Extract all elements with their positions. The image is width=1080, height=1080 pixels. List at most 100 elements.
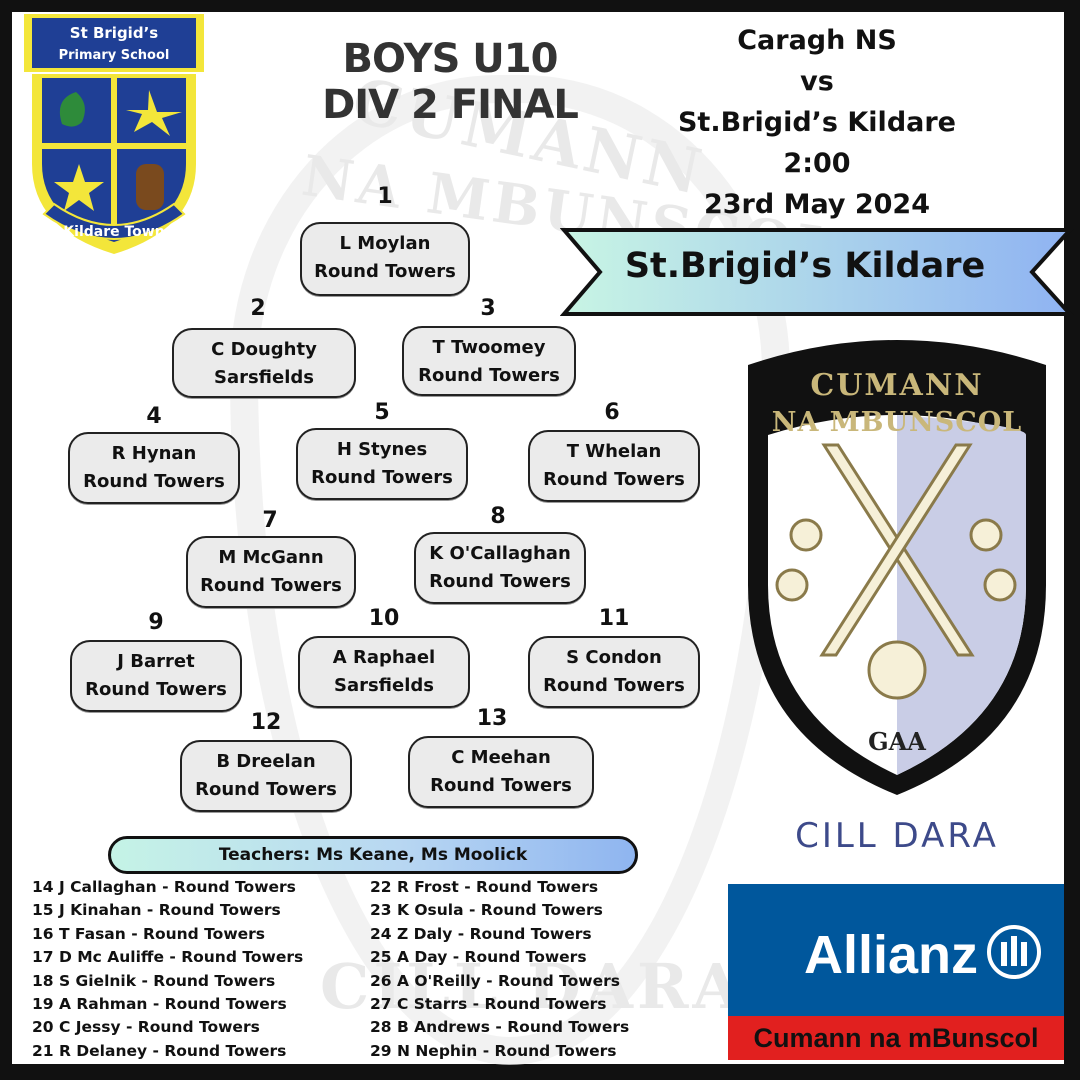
player-club: Round Towers [83,471,225,492]
versus-text: vs [800,66,834,97]
sponsor-name: Allianz [803,925,978,985]
player-card: C Doughty Sarsfields [172,328,356,398]
border-bottom [0,1064,1080,1080]
border-top [0,0,1080,12]
sub-entry: 14 J Callaghan - Round Towers [32,878,296,896]
cumann-na-mbunscol-logo: CUMANN NA MBUNSCOL GAA CILL DARA [748,340,1046,856]
player-club: Round Towers [195,779,337,800]
match-details: Caragh NS vs St.Brigid’s Kildare 2:00 23… [662,20,972,225]
player-club: Sarsfields [213,367,315,388]
player-club: Sarsfields [333,675,435,696]
sub-entry: 28 B Andrews - Round Towers [370,1018,630,1037]
player-card: B Dreelan Round Towers [180,740,352,812]
player-name: M McGann [218,547,324,568]
player-number: 7 [262,508,278,533]
player-name: T Whelan [566,441,662,462]
player-name: T Twoomey [432,337,546,358]
team-banner-label: St.Brigid’s Kildare [624,246,986,286]
player-name: C Doughty [211,339,317,360]
home-team: Caragh NS [737,25,897,56]
player-number: 4 [146,404,162,429]
player-club: Round Towers [200,575,342,596]
crest-bottom-text: Kildare Town [63,224,164,240]
match-time: 2:00 [783,148,851,179]
player-card: R Hynan Round Towers [68,432,240,504]
player-number: 1 [377,184,393,209]
player-name: A Raphael [332,647,436,668]
player-number: 12 [250,710,282,735]
player-club: Round Towers [311,467,453,488]
oak-leaf-icon [59,92,85,127]
player-number: 9 [148,610,164,635]
brigid-cross-icon [126,90,182,136]
player-name: B Dreelan [216,751,316,772]
star-icon [54,164,104,211]
sub-entry: 27 C Starrs - Round Towers [370,995,607,1014]
player-number: 8 [490,504,506,529]
team-banner [560,228,1074,316]
player-card: K O'Callaghan Round Towers [414,532,586,604]
sub-entry: 19 A Rahman - Round Towers [32,995,287,1014]
sponsor-tagline: Cumann na mBunscol [728,1016,1064,1060]
player-number: 3 [480,296,496,321]
sub-entry: 24 Z Daly - Round Towers [370,924,592,943]
cnb-logo-county-text: CILL DARA [795,816,999,856]
school-crest-logo: St Brigid’s Primary School Kildare Town [24,14,204,254]
crest-middle-text: Primary School [59,48,170,63]
border-right [1064,0,1080,1080]
player-club: Round Towers [85,679,227,700]
subs-list-right: 22 R Frost - Round Towers 23 K Osula - R… [370,876,629,1063]
player-name: R Hynan [111,443,197,464]
sliotar-icon [775,568,809,602]
sub-entry: 21 R Delaney - Round Towers [32,1041,287,1060]
player-number: 13 [476,706,508,731]
sub-entry: 20 C Jessy - Round Towers [32,1018,260,1037]
player-name: C Meehan [451,747,551,768]
player-name: J Barret [117,651,195,672]
player-club: Round Towers [418,365,560,386]
hurley-icon [819,443,973,657]
cnb-logo-top-text: CUMANN [810,368,983,403]
sub-entry: 22 R Frost - Round Towers [370,878,599,896]
border-left [0,0,12,1080]
player-card: T Whelan Round Towers [528,430,700,502]
player-card: L Moylan Round Towers [300,222,470,296]
crest-top-text: St Brigid’s [70,24,158,42]
sub-entry: 15 J Kinahan - Round Towers [32,901,281,920]
player-card: H Stynes Round Towers [296,428,468,500]
player-club: Round Towers [543,469,685,490]
player-number: 6 [604,400,620,425]
football-icon [867,640,927,700]
player-name: S Condon [566,647,662,668]
player-club: Round Towers [429,571,571,592]
sub-entry: 25 A Day - Round Towers [370,948,587,967]
player-number: 11 [598,606,630,631]
player-club: Round Towers [543,675,685,696]
sub-entry: 29 N Nephin - Round Towers [370,1041,617,1060]
watermark-text-bottom: CILL DARA [320,950,745,1023]
away-team: St.Brigid’s Kildare [677,107,956,138]
sub-entry: 18 S Gielnik - Round Towers [32,971,276,990]
player-club: Round Towers [314,261,456,282]
sliotar-icon [983,568,1017,602]
sliotar-icon [789,518,823,552]
title-line-2: DIV 2 FINAL [322,82,579,128]
player-card: J Barret Round Towers [70,640,242,712]
player-name: L Moylan [339,233,431,254]
sub-entry: 16 T Fasan - Round Towers [32,924,266,943]
subs-list-left: 14 J Callaghan - Round Towers 15 J Kinah… [32,876,303,1063]
gaa-mark: GAA [868,727,926,756]
player-number: 5 [374,400,390,425]
sub-entry: 26 A O'Reilly - Round Towers [370,971,621,990]
player-name: K O'Callaghan [429,543,571,564]
teachers-bar: Teachers: Ms Keane, Ms Moolick [108,836,638,874]
player-card: C Meehan Round Towers [408,736,594,808]
sub-entry: 23 K Osula - Round Towers [370,901,603,920]
allianz-eagle-icon [987,925,1041,979]
player-card: T Twoomey Round Towers [402,326,576,396]
sub-entry: 17 D Mc Auliffe - Round Towers [32,948,304,967]
sponsor-panel: Allianz Cumann na mBunscol [728,884,1064,1060]
match-date: 23rd May 2024 [703,189,931,220]
player-club: Round Towers [430,775,572,796]
figure-icon [136,164,164,210]
